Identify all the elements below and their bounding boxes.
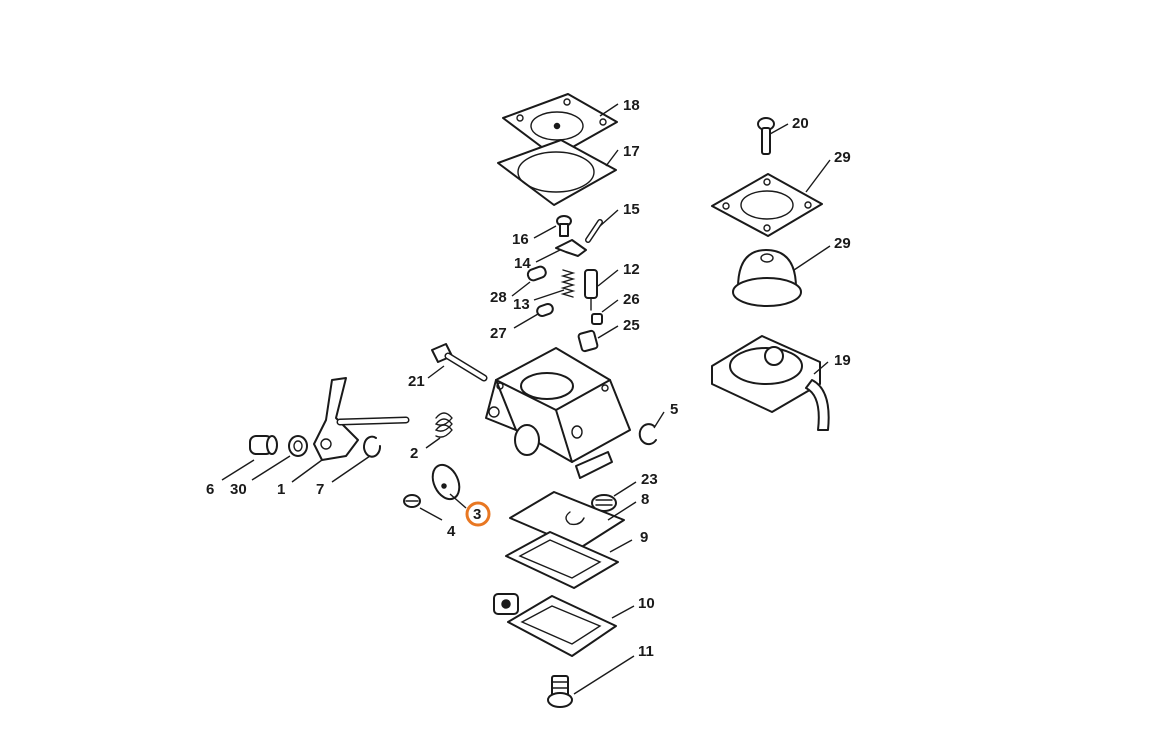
part-12-inlet-needle[interactable] <box>584 269 598 311</box>
part-9-gasket[interactable] <box>505 531 619 589</box>
part-18-diaphragm-cover[interactable] <box>502 93 618 158</box>
part-10-end-cover[interactable] <box>493 593 617 657</box>
part-20-screw[interactable] <box>757 117 775 155</box>
callout-19[interactable]: 19 <box>834 352 851 369</box>
callout-18[interactable]: 18 <box>623 97 640 114</box>
part-3-throttle-plate[interactable] <box>428 461 465 504</box>
callout-11[interactable]: 11 <box>638 643 654 660</box>
part-15-pin[interactable] <box>585 219 603 243</box>
callout-14[interactable]: 14 <box>514 255 531 272</box>
part-28-gasket[interactable] <box>711 173 823 237</box>
part-1-throttle-shaft[interactable] <box>313 377 410 461</box>
callout-28[interactable]: 29 <box>834 149 851 166</box>
callout-2[interactable]: 2 <box>410 445 418 462</box>
part-27-plug[interactable] <box>526 265 547 282</box>
callout-9[interactable]: 9 <box>640 529 648 546</box>
part-24-nozzle[interactable] <box>577 329 599 353</box>
part-25-jet[interactable] <box>591 313 603 325</box>
callout-4[interactable]: 4 <box>447 523 456 540</box>
callout-21[interactable]: 21 <box>408 373 425 390</box>
part-19-pump-housing[interactable] <box>711 335 830 431</box>
part-5-e-clip[interactable] <box>638 423 657 446</box>
part-2-spring[interactable] <box>434 412 453 438</box>
callout-24[interactable]: 25 <box>623 317 640 334</box>
callout-3[interactable]: 3 <box>473 506 481 523</box>
callout-20[interactable]: 20 <box>792 115 809 132</box>
callout-1[interactable]: 1 <box>277 481 285 498</box>
callout-30[interactable]: 30 <box>230 481 247 498</box>
leader-lines <box>221 103 831 695</box>
callout-5[interactable]: 5 <box>670 401 678 418</box>
callout-7[interactable]: 7 <box>316 481 324 498</box>
part-4-screw[interactable] <box>403 494 421 508</box>
part-11-screw[interactable] <box>547 675 573 708</box>
part-6-bushing[interactable] <box>249 435 278 455</box>
callout-25[interactable]: 26 <box>623 291 640 308</box>
callout-labels: 18 17 16 15 14 28 13 12 27 26 25 21 2 3 … <box>206 97 851 660</box>
callout-13[interactable]: 13 <box>513 296 530 313</box>
callout-8[interactable]: 8 <box>641 491 649 508</box>
part-16-screw[interactable] <box>556 215 572 237</box>
callout-16[interactable]: 16 <box>512 231 529 248</box>
part-30-washer[interactable] <box>288 435 308 457</box>
carburetor-body[interactable] <box>485 347 631 479</box>
callout-12[interactable]: 12 <box>623 261 640 278</box>
highlight-ring-3 <box>465 501 491 527</box>
callout-17[interactable]: 17 <box>623 143 640 160</box>
part-21-adjusting-screw[interactable] <box>431 343 488 382</box>
callout-26[interactable]: 27 <box>490 325 507 342</box>
callout-23[interactable]: 23 <box>641 471 658 488</box>
part-17-gasket[interactable] <box>497 139 617 206</box>
part-26-plug[interactable] <box>536 302 554 318</box>
part-13-spring[interactable] <box>560 269 576 298</box>
part-14-inlet-lever[interactable] <box>555 239 587 257</box>
callout-29[interactable]: 29 <box>834 235 851 252</box>
callout-27[interactable]: 28 <box>490 289 507 306</box>
callout-10[interactable]: 10 <box>638 595 655 612</box>
callout-15[interactable]: 15 <box>623 201 640 218</box>
part-29-primer-bulb[interactable] <box>732 249 802 307</box>
callout-6[interactable]: 6 <box>206 481 214 498</box>
part-7-e-clip[interactable] <box>363 435 382 458</box>
